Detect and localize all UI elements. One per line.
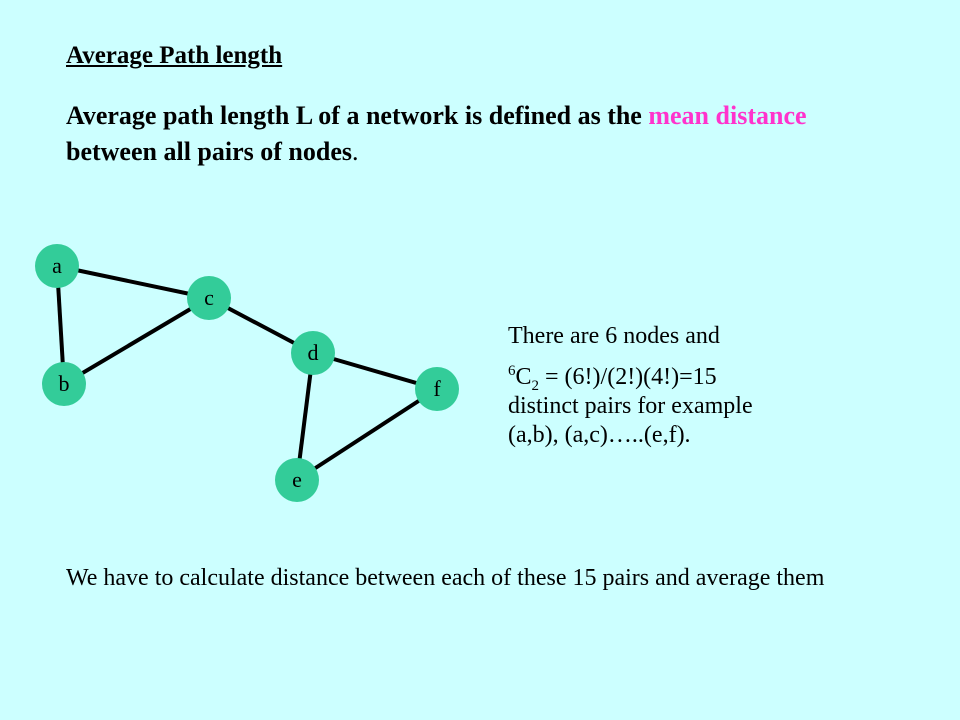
pairs-text: distinct pairs for example: [508, 393, 753, 419]
definition-period: .: [352, 137, 359, 166]
highlight-mean: mean: [648, 101, 710, 130]
node-circle-d: [291, 331, 335, 375]
conclusion-text: We have to calculate distance between ea…: [66, 565, 825, 591]
page-title: Average Path length: [66, 42, 283, 69]
edge-b-c: [62, 296, 211, 386]
node-label-f: f: [433, 376, 441, 401]
combination-formula: 6C2 = (6!)/(2!)(4!)=15: [508, 363, 928, 394]
pairs-example: (a,b), (a,c)…..(e,f).: [508, 422, 691, 448]
node-e: e: [275, 458, 319, 502]
node-label-e: e: [292, 467, 302, 492]
node-circle-a: [35, 244, 79, 288]
graph-edges: [55, 264, 439, 482]
pairs-explanation: There are 6 nodes and 6C2 = (6!)/(2!)(4!…: [508, 322, 928, 450]
definition-text: Average path length L of a network is de…: [66, 98, 886, 170]
node-circle-e: [275, 458, 319, 502]
node-f: f: [415, 367, 459, 411]
node-label-b: b: [59, 371, 70, 396]
combination-c: C: [515, 364, 532, 390]
node-circle-f: [415, 367, 459, 411]
node-label-a: a: [52, 253, 62, 278]
combination-sup: 6: [508, 363, 516, 379]
combination-result: = (6!)/(2!)(4!)=15: [539, 364, 717, 390]
node-b: b: [42, 362, 86, 406]
highlight-distance: distance: [715, 101, 807, 130]
node-circle-c: [187, 276, 231, 320]
edge-e-f: [295, 387, 439, 482]
node-a: a: [35, 244, 79, 288]
graph-nodes: a b c d e f: [35, 244, 459, 502]
node-d: d: [291, 331, 335, 375]
node-label-d: d: [308, 340, 319, 365]
combination-sub: 2: [531, 377, 540, 394]
definition-part2: between all pairs of nodes: [66, 137, 352, 166]
node-c: c: [187, 276, 231, 320]
nodes-count-text: There are 6 nodes and: [508, 323, 720, 349]
edge-a-c: [56, 264, 210, 300]
definition-part1: Average path length L of a network is de…: [66, 101, 649, 130]
node-label-c: c: [204, 285, 214, 310]
node-circle-b: [42, 362, 86, 406]
